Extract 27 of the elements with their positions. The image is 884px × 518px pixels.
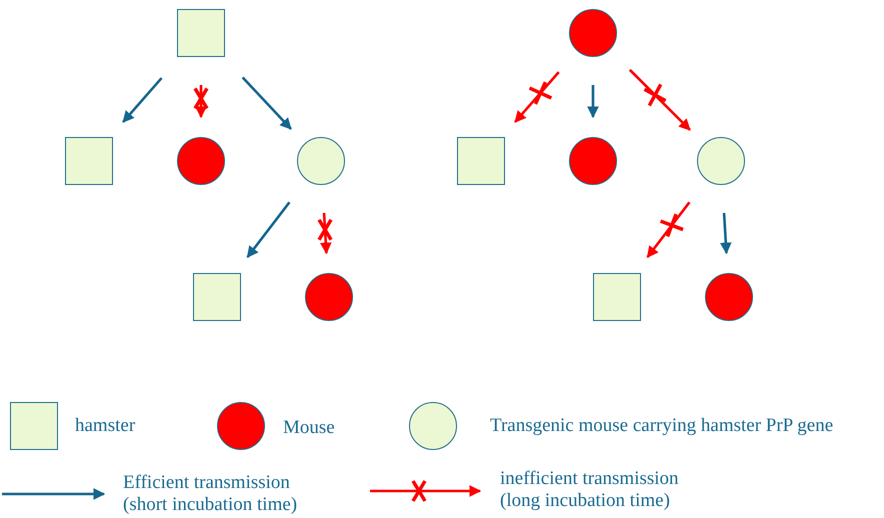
crossed-arrow: [193, 85, 209, 118]
legend-label: Transgenic mouse carrying hamster PrP gene: [490, 415, 834, 437]
circle-symbol: [569, 137, 617, 185]
arrow: [246, 202, 290, 258]
arrow: [122, 77, 163, 123]
arrow: [720, 212, 732, 254]
square-symbol: [457, 137, 505, 185]
square-symbol: [65, 137, 113, 185]
arrow: [242, 76, 292, 130]
circle-symbol: [177, 137, 225, 185]
circle-symbol: [569, 9, 617, 57]
circle-symbol: [305, 273, 353, 321]
legend-label: inefficient transmission (long incubation time): [500, 468, 680, 512]
square-symbol: [177, 9, 225, 57]
circle-symbol: [697, 137, 745, 185]
crossed-arrow: [628, 68, 691, 131]
circle-symbol: [705, 273, 753, 321]
crossed-arrow: [317, 212, 333, 254]
legend-label: Mouse: [283, 417, 335, 439]
arrow: [587, 85, 599, 118]
circle-symbol: [297, 137, 345, 185]
crossed-arrow: [514, 71, 560, 123]
legend-label: hamster: [75, 415, 136, 437]
legend-label: Efficient transmission (short incubation time): [123, 472, 298, 516]
crossed-arrow: [646, 202, 690, 258]
square-symbol: [593, 273, 641, 321]
square-symbol: [193, 273, 241, 321]
